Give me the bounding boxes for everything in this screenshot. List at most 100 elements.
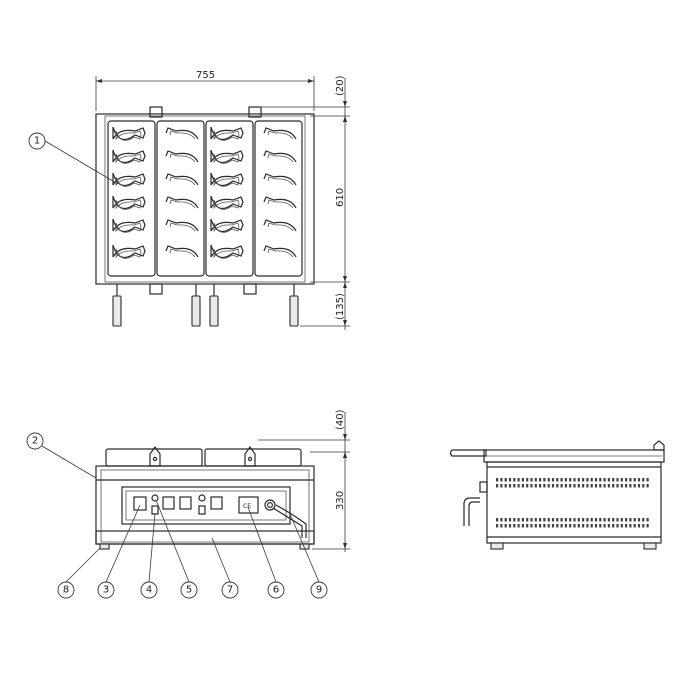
vent-slot <box>594 478 598 482</box>
vent-slot <box>534 524 537 528</box>
front-body <box>95 465 315 545</box>
vent-slot <box>556 478 559 482</box>
vent-slot <box>551 478 555 482</box>
fish-mold-cavity <box>210 195 244 210</box>
vent-slot <box>590 478 593 482</box>
svg-text:1: 1 <box>34 136 40 147</box>
balloon-9: 9 <box>289 513 328 599</box>
fish-mold-cavity <box>263 127 297 140</box>
vent-slot <box>625 524 628 528</box>
fish-mold-cavity <box>165 173 199 186</box>
fish-mold-inner <box>115 222 142 233</box>
vent-slot <box>517 524 520 528</box>
vent-slot <box>625 518 628 522</box>
fish-mold-inner <box>213 153 240 164</box>
vent-slot <box>594 524 598 528</box>
vent-slot <box>642 478 645 482</box>
lamp-indicator <box>151 505 159 515</box>
vent-slot <box>547 478 550 482</box>
fish-mold-inner <box>115 248 142 259</box>
vent-slot <box>496 524 499 528</box>
vent-slot <box>616 484 619 488</box>
vent-slot <box>590 524 593 528</box>
switch-a <box>162 496 175 510</box>
fish-mold-inner <box>169 130 196 140</box>
fish-mold-inner <box>169 248 196 258</box>
vent-slot <box>577 524 580 528</box>
dim-plate-depth: 610 <box>335 188 346 207</box>
vent-slot <box>551 484 555 488</box>
fish-mold-cavity <box>210 244 244 259</box>
vent-slot <box>620 524 623 528</box>
vent-slot <box>612 478 615 482</box>
vent-slot <box>539 484 542 488</box>
svg-text:2: 2 <box>32 436 38 447</box>
vent-slot <box>642 518 645 522</box>
vent-slot <box>599 478 602 482</box>
vent-slot <box>496 478 499 482</box>
vent-slot <box>560 518 563 522</box>
fish-mold-inner <box>115 153 142 164</box>
vent-slot <box>616 524 619 528</box>
fish-mold-inner <box>169 153 196 163</box>
vent-slot <box>646 524 649 528</box>
vent-slot <box>616 478 619 482</box>
pilot-lamp-2 <box>198 494 206 502</box>
vent-slot <box>625 484 628 488</box>
fish-mold-cavity <box>112 218 146 233</box>
vent-slot <box>603 484 606 488</box>
balloon-1: 1 <box>28 132 119 185</box>
fish-mold-inner <box>267 176 294 186</box>
pilot-lamp <box>151 494 159 502</box>
fish-mold-inner <box>213 176 240 187</box>
vent-slot <box>582 484 585 488</box>
vent-slot <box>539 524 542 528</box>
fish-mold-cavity <box>165 196 199 209</box>
lamp-indicator-2 <box>198 505 206 515</box>
vent-slot <box>620 518 623 522</box>
vent-slot <box>556 524 559 528</box>
vent-slot <box>496 484 499 488</box>
vent-slot <box>599 524 602 528</box>
fish-mold-cavity <box>210 126 244 141</box>
vent-slot <box>517 484 520 488</box>
fish-mold-inner <box>267 248 294 258</box>
handle-2 <box>191 295 201 327</box>
fish-mold-cavity <box>165 245 199 258</box>
cord-bushing <box>264 499 276 511</box>
vent-slot <box>539 478 542 482</box>
fish-mold-cavity <box>165 219 199 232</box>
vent-slot <box>543 484 546 488</box>
switch-b <box>179 496 192 510</box>
top-view-dimensions: 755 (20) 610 (135) <box>95 70 350 330</box>
fish-molds <box>112 126 297 259</box>
power-cord <box>272 507 303 538</box>
vent-slot <box>513 518 516 522</box>
vent-slot <box>573 484 576 488</box>
vent-slot <box>637 524 641 528</box>
vent-slot <box>539 518 542 522</box>
vent-slot <box>526 524 529 528</box>
balloon-4: 4 <box>140 512 158 599</box>
vent-slot <box>547 524 550 528</box>
vent-slot <box>633 478 636 482</box>
dim-overall-width: 755 <box>196 70 215 81</box>
vent-slot <box>594 484 598 488</box>
fish-mold-cavity <box>112 172 146 187</box>
vent-slot <box>508 518 512 522</box>
vent-slot <box>633 484 636 488</box>
vent-slot <box>612 518 615 522</box>
dim-handle-length: (135) <box>335 293 346 320</box>
vent-slot <box>521 478 524 482</box>
hinge-bottom-right <box>243 283 257 295</box>
svg-text:9: 9 <box>316 585 322 596</box>
fish-mold-cavity <box>263 196 297 209</box>
vent-slot <box>521 518 524 522</box>
vent-slot <box>543 524 546 528</box>
vent-slot <box>569 478 572 482</box>
vent-slot <box>513 478 516 482</box>
vent-slot <box>543 518 546 522</box>
vent-slot <box>500 478 503 482</box>
svg-text:5: 5 <box>186 585 192 596</box>
vent-slot <box>629 518 632 522</box>
